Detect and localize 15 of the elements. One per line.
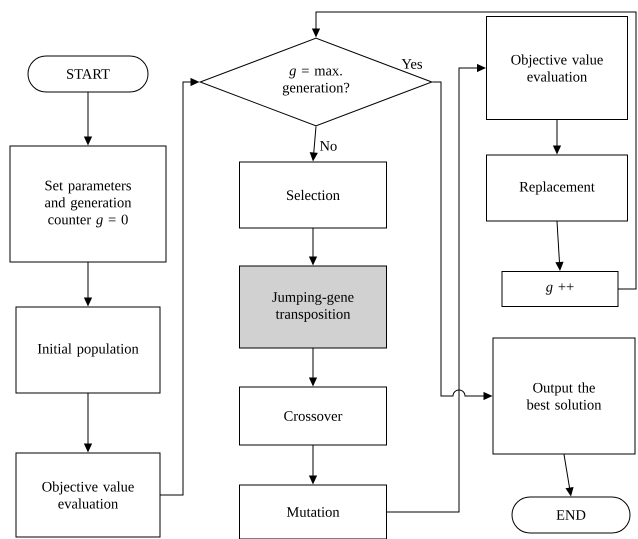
terminal-box: START [28,56,148,92]
process-box: Selection [239,162,387,228]
edge-label: No [320,141,337,151]
process-box: Objective value evaluation [16,452,160,538]
process-box: Initial population [16,306,160,394]
terminal-box: END [512,496,630,534]
process-box: Mutation [239,484,387,539]
edge-label: Yes [402,59,422,69]
process-box: Output the best solution [492,338,636,454]
process-box: Jumping-gene transposition [239,266,387,348]
process-box: Crossover [239,386,387,446]
process-box: g ++ [502,271,618,307]
process-box: Objective value evaluation [486,16,628,120]
process-box: Replacement [486,154,628,222]
process-box: Set parameters and generation counter g = 0 [10,146,166,262]
